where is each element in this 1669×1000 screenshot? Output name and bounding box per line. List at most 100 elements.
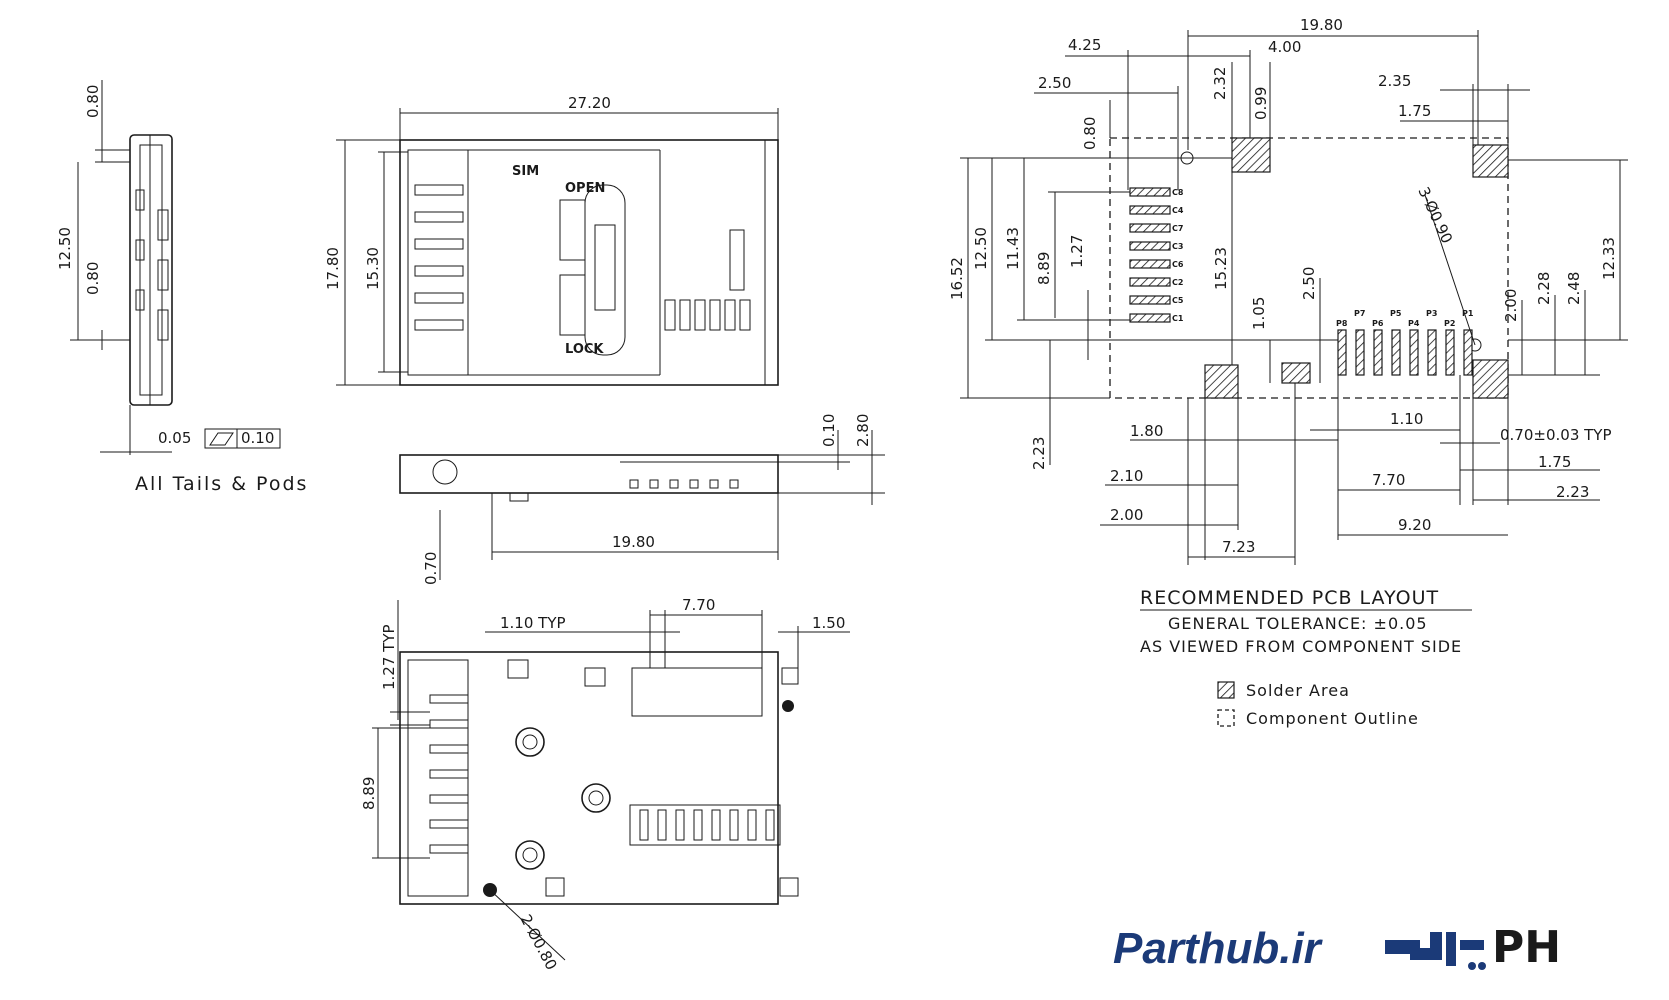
pcb-dim-left-3: 8.89: [1035, 252, 1053, 285]
pcb-dim-left-2: 11.43: [1004, 227, 1022, 270]
pcb-dim-top-1: 4.25: [1068, 36, 1101, 54]
pin-c4: C4: [1172, 206, 1184, 215]
flatness-note: 0.05 0.10 All Tails & Pods: [135, 428, 308, 495]
pcb-dim-bot-0: 1.80: [1130, 422, 1163, 440]
bottom-view: 2-Ø0.80 1.10 TYP 7.70 1.50 1.27 TYP 8.89: [360, 596, 850, 973]
pcb-dim-bot-5: 7.70: [1372, 471, 1405, 489]
pin-p7: P7: [1354, 309, 1365, 318]
label-open: OPEN: [565, 181, 605, 196]
bottom-dim-rowspan: 8.89: [360, 777, 378, 810]
pcb-dim-bot-2: 0.70±0.03 TYP: [1500, 426, 1612, 444]
pcb-dim-top-6: 2.35: [1378, 72, 1411, 90]
bottom-view-contacts: [429, 694, 469, 854]
pcb-dim-top-0: 19.80: [1300, 16, 1343, 34]
pcb-dim-left-4: 1.27: [1068, 235, 1086, 268]
top-dim-width: 27.20: [568, 94, 611, 112]
component-outline: [1109, 137, 1509, 399]
bottom-dim-pitch: 1.10 TYP: [500, 614, 566, 632]
solder-pad-tr: [1472, 144, 1509, 178]
brand-name: Parthub.ir: [1113, 924, 1321, 973]
flatness-caption: All Tails & Pods: [135, 473, 308, 495]
brand-logo-icon: PH: [1385, 922, 1561, 973]
solder-pad-bm: [1281, 362, 1311, 384]
pcb-dim-top-3: 2.50: [1038, 74, 1071, 92]
pcb-dim-bot-7: 2.00: [1110, 506, 1143, 524]
pcb-dim-bot-4: 2.10: [1110, 467, 1143, 485]
top-view-contacts: [414, 184, 464, 331]
top-view: SIM OPEN LOCK 27.20 17.80 15.30: [324, 94, 779, 386]
pin-c3: C3: [1172, 242, 1183, 251]
bottom-view-pads: [639, 809, 775, 841]
pin-p5: P5: [1390, 309, 1402, 318]
pcb-dim-top-5: 0.99: [1252, 87, 1270, 120]
pcb-dim-top-7: 1.75: [1398, 102, 1431, 120]
legend-outline: Component Outline: [1246, 709, 1419, 728]
pcb-layout: C8 C4 C7 C3 C6 C2 C5 C1 P8 P7 P6 P5 P4 P…: [948, 16, 1628, 728]
pin-c6: C6: [1172, 260, 1184, 269]
label-lock: LOCK: [565, 342, 604, 357]
legend-solder: Solder Area: [1246, 681, 1350, 700]
pcb-title: RECOMMENDED PCB LAYOUT: [1140, 587, 1439, 609]
pin-p3: P3: [1426, 309, 1437, 318]
pcb-dim-right-2: 2.28: [1535, 272, 1553, 305]
pin-c2: C2: [1172, 278, 1183, 287]
pcb-dim-bot-3: 1.75: [1538, 453, 1571, 471]
pcb-dim-top-8: 0.80: [1081, 117, 1099, 150]
pin-p2: P2: [1444, 319, 1455, 328]
pin-p1: P1: [1462, 309, 1474, 318]
side-dim-top: 0.80: [84, 85, 102, 118]
pcb-tolerance: GENERAL TOLERANCE: ±0.05: [1168, 614, 1428, 633]
front-view-pins: [629, 479, 739, 489]
flatness-left: 0.05: [158, 429, 191, 447]
solder-pad-tl: [1231, 137, 1271, 173]
bottom-dim-edge: 1.50: [812, 614, 845, 632]
brand-logo-text: PH: [1492, 922, 1561, 973]
pcb-dim-left-7: 2.50: [1300, 267, 1318, 300]
solder-pad-br: [1472, 359, 1509, 399]
legend-solder-swatch: [1217, 681, 1235, 699]
front-dim-b: 2.80: [854, 414, 872, 447]
pcb-dim-right-4: 3-Ø0.90: [1414, 184, 1456, 246]
label-sim: SIM: [512, 164, 539, 179]
top-dim-inner: 15.30: [364, 247, 382, 290]
pin-c7: C7: [1172, 224, 1183, 233]
pcb-dim-bot-9: 7.23: [1222, 538, 1255, 556]
bottom-dim-span: 7.70: [682, 596, 715, 614]
pcb-dim-right-3: 2.00: [1502, 289, 1520, 322]
side-dim-mid: 12.50: [56, 227, 74, 270]
pcb-dim-left-5: 15.23: [1212, 247, 1230, 290]
pin-c5: C5: [1172, 296, 1184, 305]
pcb-dim-left-6: 1.05: [1250, 297, 1268, 330]
pin-p6: P6: [1372, 319, 1384, 328]
pcb-viewed: AS VIEWED FROM COMPONENT SIDE: [1140, 637, 1462, 656]
front-dim-a: 0.10: [820, 414, 838, 447]
pcb-dim-bot-8: 9.20: [1398, 516, 1431, 534]
pin-p8: P8: [1336, 319, 1348, 328]
front-dim-length: 19.80: [612, 533, 655, 551]
pcb-dim-left-0: 16.52: [948, 257, 966, 300]
pcb-dim-right-1: 2.48: [1565, 272, 1583, 305]
pin-p4: P4: [1408, 319, 1420, 328]
solder-pad-bl: [1204, 364, 1239, 399]
pcb-dim-top-4: 2.32: [1211, 67, 1229, 100]
front-view: 19.80 0.10 2.80 0.70: [399, 414, 885, 585]
top-view-slots: [664, 299, 751, 331]
top-dim-height: 17.80: [324, 247, 342, 290]
bottom-dim-row: 1.27 TYP: [380, 624, 398, 690]
pin-c1: C1: [1172, 314, 1184, 323]
pcb-dim-left-1: 12.50: [972, 227, 990, 270]
pcb-dim-left-8: 2.23: [1030, 437, 1048, 470]
flatness-right: 0.10: [241, 429, 274, 447]
legend-outline-swatch: [1217, 709, 1235, 727]
bottom-dim-holes: 2-Ø0.80: [516, 911, 560, 973]
pcb-dim-bot-1: 1.10: [1390, 410, 1423, 428]
pcb-dim-top-2: 4.00: [1268, 38, 1301, 56]
pcb-pins-bottom: P8 P7 P6 P5 P4 P3 P2 P1: [1336, 309, 1474, 376]
pin-c8: C8: [1172, 188, 1184, 197]
pcb-pins-left: C8 C4 C7 C3 C6 C2 C5 C1: [1129, 187, 1184, 323]
side-dim-bot: 0.80: [84, 262, 102, 295]
front-dim-c: 0.70: [422, 552, 440, 585]
side-view: 0.80 12.50 0.80: [56, 80, 173, 455]
pcb-dim-right-0: 12.33: [1600, 237, 1618, 280]
